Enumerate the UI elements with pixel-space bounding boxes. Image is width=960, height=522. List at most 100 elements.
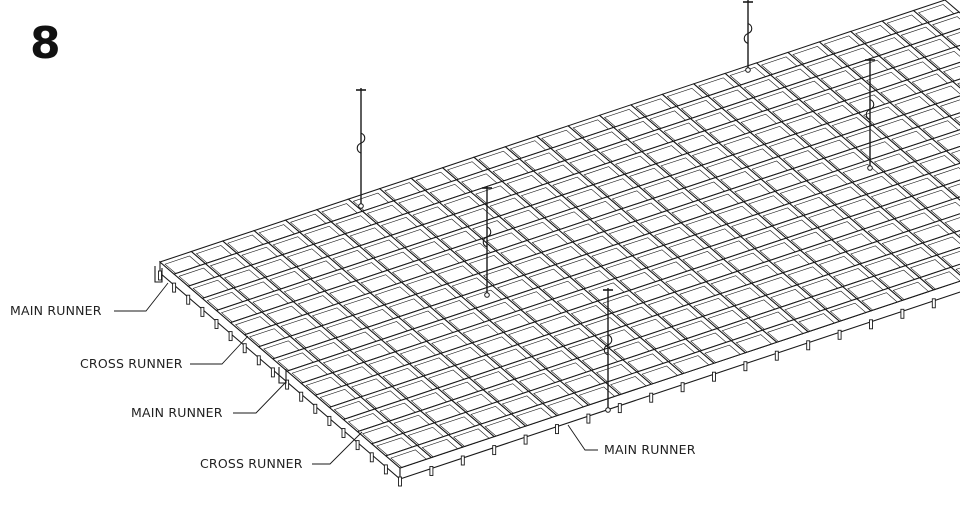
runner-end-tab bbox=[774, 350, 779, 361]
main-runner-leader bbox=[567, 424, 598, 451]
grid-cell-opening bbox=[936, 133, 960, 151]
hanger-wire bbox=[603, 288, 613, 413]
grid-cell bbox=[935, 246, 960, 268]
hanger-wire bbox=[356, 88, 366, 209]
grid-cell-opening bbox=[547, 397, 584, 416]
grid-cell-opening bbox=[929, 50, 960, 70]
grid-cell bbox=[931, 129, 960, 152]
runner-end-tab bbox=[492, 445, 497, 456]
hanger-clip bbox=[358, 203, 364, 209]
main-runner-label: MAIN RUNNER bbox=[604, 442, 696, 457]
grid-cell-opening bbox=[610, 376, 647, 395]
grid-cell-opening bbox=[950, 150, 960, 161]
runner-end-tab bbox=[369, 452, 374, 463]
runner-end-tab bbox=[256, 355, 261, 366]
grid-cell-opening bbox=[704, 344, 741, 364]
runner-end-tab bbox=[200, 306, 205, 317]
main-runner-label: MAIN RUNNER bbox=[131, 405, 223, 420]
grid-cell-opening bbox=[925, 85, 960, 105]
grid-cell-opening bbox=[390, 449, 427, 468]
runner-end-tab bbox=[806, 340, 811, 351]
grid-cell-opening bbox=[767, 323, 804, 343]
hanger-clip bbox=[605, 407, 611, 413]
grid-cell-opening bbox=[927, 236, 960, 255]
grid-cell-opening bbox=[947, 183, 960, 198]
grid-cell-opening bbox=[943, 65, 960, 82]
grid-cell bbox=[934, 95, 960, 117]
grid-cell bbox=[951, 78, 960, 89]
cross-runner-label: CROSS RUNNER bbox=[80, 356, 183, 371]
runner-end-tab bbox=[228, 331, 233, 342]
cross-runner-label: CROSS RUNNER bbox=[200, 456, 303, 471]
grid-cell bbox=[921, 231, 960, 256]
main-runner-leader bbox=[233, 381, 287, 414]
grid-cell-opening bbox=[944, 217, 960, 233]
runner-end-tab bbox=[172, 282, 177, 293]
grid-cell bbox=[928, 162, 960, 187]
runner-end-tab bbox=[242, 343, 247, 354]
ceiling-grid bbox=[154, 0, 960, 487]
hanger-twist bbox=[603, 334, 613, 356]
grid-cell-opening bbox=[939, 99, 960, 117]
runner-end-tab bbox=[869, 319, 873, 330]
hanger-twist bbox=[482, 226, 492, 248]
grid-cell bbox=[956, 196, 960, 201]
grid-cell-opening bbox=[641, 365, 679, 385]
hanger-clip bbox=[867, 165, 873, 171]
hanger-clip bbox=[745, 67, 751, 73]
hanger-twist bbox=[743, 22, 753, 45]
runner-end-tab bbox=[327, 415, 332, 426]
grid-cell-opening bbox=[924, 271, 960, 290]
runner-end-tab bbox=[355, 440, 360, 451]
runner-end-tab bbox=[460, 455, 465, 466]
runner-end-tab bbox=[931, 298, 936, 309]
grid-cell-opening bbox=[798, 313, 836, 332]
grid-cell-opening bbox=[578, 386, 616, 405]
runner-end-tab bbox=[299, 391, 304, 402]
grid-cell bbox=[948, 112, 960, 126]
grid-cell bbox=[950, 263, 960, 276]
grid-cell-opening bbox=[829, 302, 867, 322]
runner-end-tab bbox=[383, 464, 388, 475]
runner-end-tab bbox=[270, 367, 275, 378]
hanger-wire bbox=[482, 186, 492, 298]
grid-cell-opening bbox=[892, 281, 930, 301]
hanger-clip bbox=[484, 292, 490, 298]
runner-end-tab bbox=[186, 294, 191, 305]
main-runner-profile bbox=[154, 266, 163, 283]
runner-end-tab bbox=[586, 413, 591, 424]
grid-cell-opening bbox=[484, 418, 522, 437]
step-number: 8 bbox=[30, 18, 61, 69]
grid-cell-opening bbox=[861, 292, 898, 311]
runner-end-tab bbox=[617, 403, 622, 414]
hanger-wires bbox=[356, 0, 875, 413]
grid-cell bbox=[939, 213, 960, 234]
runner-end-tab bbox=[743, 361, 748, 372]
grid-cell bbox=[942, 179, 960, 199]
runner-end-tab bbox=[313, 403, 318, 414]
grid-cell bbox=[940, 28, 960, 48]
main-runner-profile bbox=[278, 367, 287, 384]
grid-cell bbox=[953, 230, 960, 239]
runner-end-tab bbox=[429, 466, 434, 476]
main-runner-label: MAIN RUNNER bbox=[10, 303, 102, 318]
runner-end-tab bbox=[555, 424, 559, 435]
runner-end-tab bbox=[649, 392, 654, 403]
runner-end-tab bbox=[214, 319, 219, 329]
hanger-twist bbox=[865, 98, 875, 121]
runner-end-tab bbox=[900, 308, 905, 319]
hanger-wire bbox=[743, 0, 753, 73]
grid-cell-opening bbox=[672, 355, 710, 374]
grid-cell-opening bbox=[735, 334, 773, 353]
cross-runner-leader bbox=[190, 335, 249, 365]
runner-end-tab bbox=[398, 476, 402, 487]
grid-cell-opening bbox=[421, 439, 459, 458]
runner-end-tab bbox=[680, 382, 685, 393]
grid-cell-opening bbox=[941, 250, 960, 268]
runner-end-tab bbox=[712, 371, 716, 382]
grid-cell bbox=[926, 11, 960, 36]
grid-cell-opening bbox=[946, 32, 960, 47]
grid-cell-opening bbox=[453, 428, 490, 447]
callout-leaders bbox=[114, 282, 598, 465]
